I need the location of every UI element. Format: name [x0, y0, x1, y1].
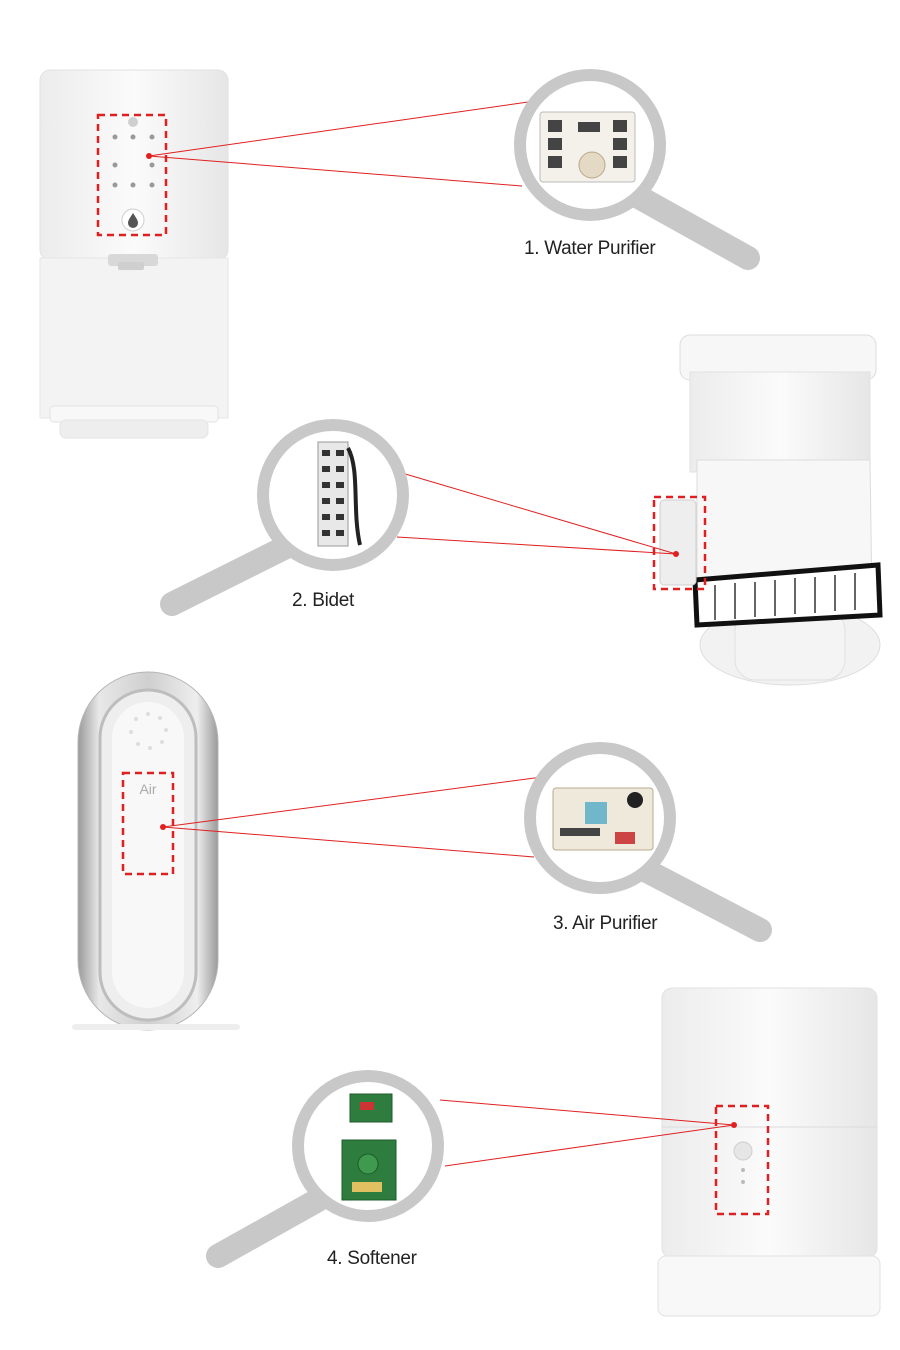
connector-lines-water-purifier [148, 101, 529, 187]
air-purifier-device-text: Air [139, 781, 156, 797]
water-drop-icon [128, 213, 138, 228]
highlight-box-softener [714, 1104, 770, 1216]
connector-lines-bidet [396, 472, 677, 555]
water-purifier-device [39, 69, 229, 439]
highlight-box-bidet [652, 495, 707, 591]
air-purifier-device [72, 671, 240, 1031]
magnifier-icon [514, 69, 760, 270]
label-bidet: 2. Bidet [292, 590, 355, 611]
magnifier-icon [524, 742, 772, 942]
magnifier-icon [206, 1070, 444, 1268]
connector-lines-softener [439, 1099, 735, 1167]
highlight-box-air-purifier [121, 771, 175, 876]
label-softener: 4. Softener [327, 1248, 417, 1269]
connector-lines-air-purifier [162, 776, 543, 858]
softener-device [657, 987, 881, 1317]
highlight-box-water-purifier [96, 113, 168, 237]
label-water-purifier: 1. Water Purifier [524, 238, 656, 259]
bidet-device [652, 334, 883, 686]
label-air-purifier: 3. Air Purifier [553, 913, 658, 934]
magnifier-icon [160, 419, 409, 616]
